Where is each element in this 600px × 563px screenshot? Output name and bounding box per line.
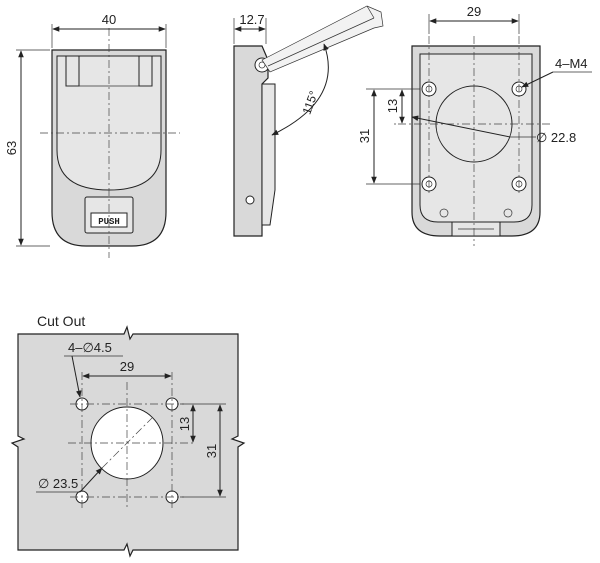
cutout-v13-label: 13	[177, 417, 192, 431]
front-width-label: 40	[102, 12, 116, 27]
side-view: 115° 12.7	[233, 5, 384, 237]
back-holes-label: 4–M4	[555, 56, 588, 71]
cutout-title: Cut Out	[37, 313, 85, 329]
back-width-label: 29	[467, 4, 481, 19]
cutout-holes-label: 4–∅4.5	[68, 340, 112, 355]
front-view: PUSH 40 63	[4, 12, 180, 258]
side-angle-label: 115°	[300, 89, 321, 116]
back-v31-label: 31	[357, 129, 372, 143]
cutout-view: Cut Out 29 4–∅4.5 13 31 ∅ 23.5	[10, 313, 246, 558]
back-view: 29 4–M4 13 31 ∅ 22.8	[357, 4, 592, 246]
cutout-dia-label: ∅ 23.5	[38, 476, 78, 491]
cutout-v31-label: 31	[204, 444, 219, 458]
front-height-label: 63	[4, 141, 19, 155]
cutout-width-label: 29	[120, 359, 134, 374]
back-dia-label: ∅ 22.8	[536, 130, 576, 145]
side-width-label: 12.7	[239, 12, 264, 27]
back-v13-label: 13	[385, 99, 400, 113]
